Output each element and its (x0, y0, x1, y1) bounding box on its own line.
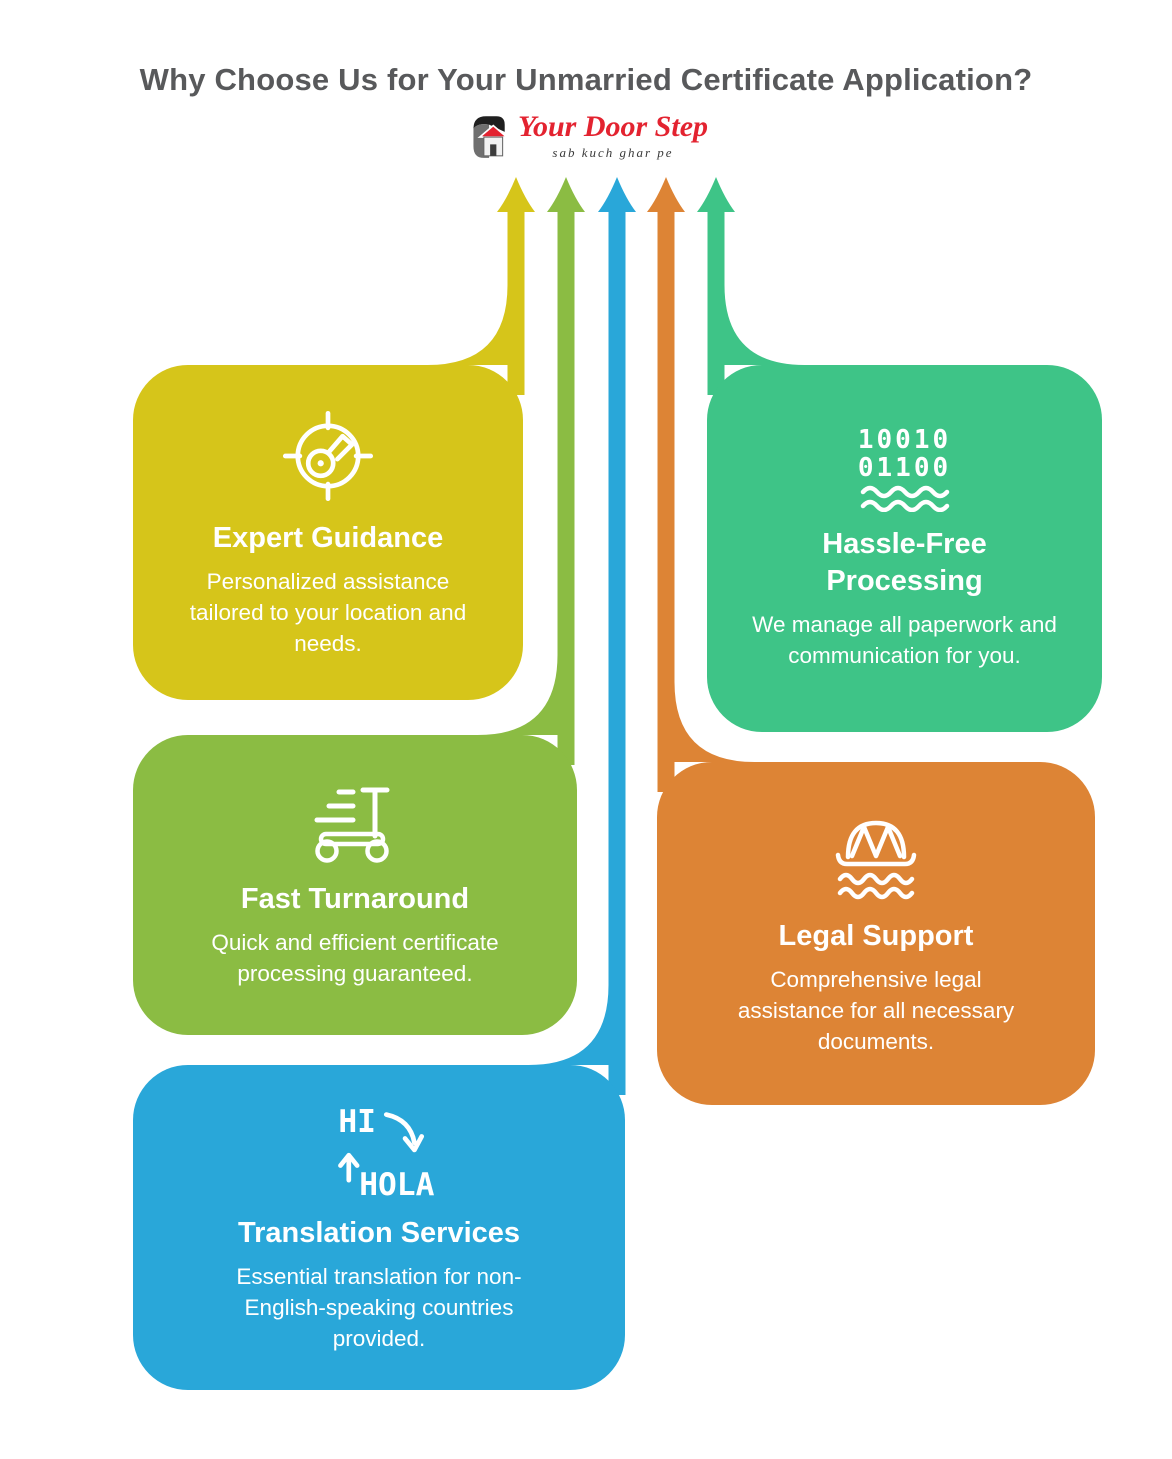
card-body: Quick and efficient certificate processi… (211, 930, 499, 987)
card-fast-turnaround: Fast Turnaround Quick and efficient cert… (133, 735, 577, 1035)
card-title: Legal Support (778, 919, 974, 952)
binary-stream-icon: 10010 01100 (857, 425, 952, 513)
card-expert-guidance: Expert Guidance Personalized assistance … (133, 365, 523, 700)
card-legal-support: Legal Support Comprehensive legal assist… (657, 762, 1095, 1105)
card-body: Comprehensive legal assistance for all n… (737, 967, 1015, 1055)
card-body: Personalized assistance tailored to your… (189, 569, 467, 657)
card-title: Fast Turnaround (240, 882, 470, 915)
card-translation-services: HI HOLA Translation Services Essential t… (133, 1065, 625, 1390)
card-body: Essential translation for non-English-sp… (236, 1264, 522, 1352)
arrow-up-blue-icon (528, 177, 636, 1095)
arrow-up-teal-icon (697, 177, 805, 395)
page-title: Why Choose Us for Your Unmarried Certifi… (139, 62, 1033, 97)
arrow-up-yellow-icon (427, 177, 535, 395)
house-logo-icon (473, 116, 510, 158)
card-title: Hassle-Free Processing (822, 528, 987, 597)
card-title: Translation Services (237, 1216, 521, 1249)
translation-word-1: HI (338, 1104, 376, 1140)
card-body: We manage all paperwork and communicatio… (752, 611, 1057, 668)
card-title: Expert Guidance (212, 521, 444, 554)
brand-tagline: sab kuch ghar pe (552, 145, 674, 160)
binary-line-2: 01100 (857, 453, 952, 484)
brand-name: Your Door Step (517, 110, 709, 143)
arrow-up-green-icon (477, 177, 585, 765)
scooter-icon (314, 787, 390, 863)
waves-icon (860, 486, 949, 513)
target-key-icon (282, 410, 374, 501)
translation-icon: HI HOLA (338, 1104, 435, 1201)
card-hassle-free-processing: 10010 01100 Hassle-Free Processing We ma… (707, 365, 1102, 732)
translation-word-2: HOLA (359, 1167, 434, 1201)
brand-logo: Your Door Step sab kuch ghar pe (0, 110, 1172, 161)
binary-line-1: 10010 (857, 425, 952, 456)
arrow-up-orange-icon (647, 177, 755, 792)
life-raft-icon (835, 820, 917, 900)
